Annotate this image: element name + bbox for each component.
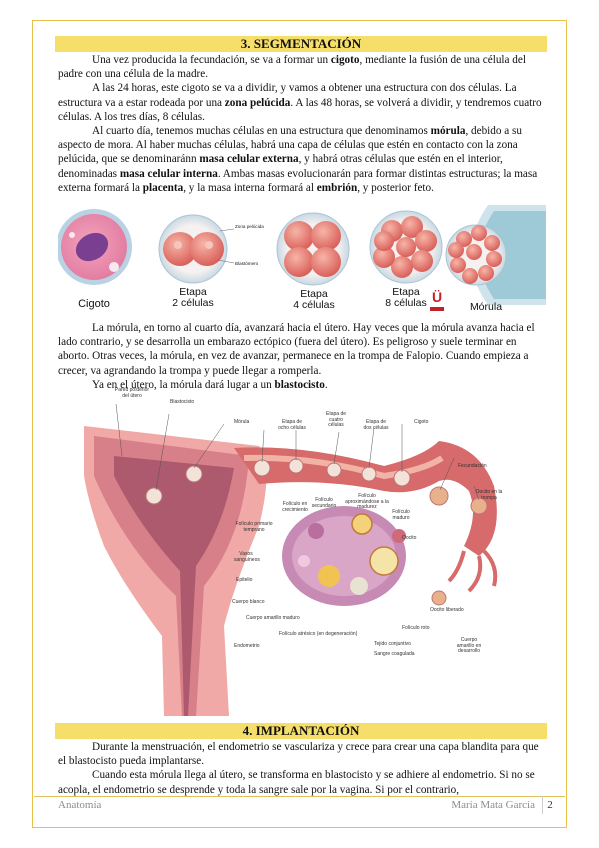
label-cuerpo-amarillo-desarrollo: Cuerpo amarillo en desarrollo — [456, 637, 482, 654]
caption-cigoto: Cigoto — [78, 298, 110, 310]
section-heading-implantacion: 4. IMPLANTACIÓN — [55, 723, 547, 739]
four-cell-graphic — [276, 212, 350, 286]
section3-text-block: Una vez producida la fecundación, se va … — [58, 53, 548, 195]
label-oocito: Oocito — [402, 535, 417, 541]
logo-letter: Ü — [431, 289, 443, 305]
label-cigoto: Cigoto — [414, 419, 429, 425]
logo-graphic — [430, 295, 444, 311]
paragraph-3: Al cuarto día, tenemos muchas células en… — [58, 125, 538, 194]
paragraph-4: La mórula, en torno al cuarto día, avanz… — [58, 322, 535, 377]
uterus-illustration — [84, 403, 498, 716]
label-epitelio: Epitelio — [236, 577, 253, 583]
label-vasos: Vasos sanguíneos — [234, 551, 260, 563]
caption-morula: Mórula — [469, 301, 503, 313]
label-oocito-liberado: Oocito liberado — [430, 607, 464, 613]
embryo-stages — [145, 458, 488, 606]
label-tejido-conjuntivo: Tejido conjuntivo — [374, 641, 411, 647]
paragraph-7: Cuando esta mórula llega al útero, se tr… — [58, 769, 535, 796]
label-blastocisto: Blastocisto — [170, 399, 195, 405]
label-zona-pelucida: Zona pelúcida — [235, 224, 264, 229]
eight-cell-graphic — [369, 210, 443, 284]
uterus-ovary-diagram: Pared posterior del útero Blastocisto Mó… — [84, 386, 514, 716]
label-sangre-coagulada: Sangre coagulada — [374, 651, 415, 657]
label-cuerpo-amarillo-maduro: Cuerpo amarillo maduro — [246, 615, 300, 621]
section3-text-block-2: La mórula, en torno al cuarto día, avanz… — [58, 321, 548, 392]
paragraph-1: Una vez producida la fecundación, se va … — [58, 54, 526, 81]
label-endometrio: Endometrio — [234, 643, 260, 649]
label-morula: Mórula — [234, 419, 250, 425]
label-blastomero: Blastómero — [235, 261, 259, 266]
zygote-graphic — [56, 209, 132, 285]
paragraph-2: A las 24 horas, este cigoto se va a divi… — [58, 82, 542, 123]
label-foliculo-crecimiento: Folículo en crecimiento — [282, 501, 308, 513]
paragraph-6: Durante la menstruación, el endometrio s… — [58, 741, 539, 768]
footer-author: María Mata García — [451, 799, 535, 811]
page-footer: Anatomía María Mata García 2 — [34, 796, 565, 816]
morula-graphic — [445, 205, 546, 305]
label-cuatro-celulas: Etapa de cuatro células — [325, 411, 347, 428]
two-cell-graphic — [158, 214, 235, 284]
label-foliculo-madurez: Folículo aproximándose a la madurez — [345, 493, 389, 510]
label-oocito-trompa: Oocito en la trompa — [475, 489, 503, 501]
stages-illustration — [56, 205, 546, 311]
label-foliculo-primario: Folículo primario temprano — [235, 521, 273, 533]
label-dos-celulas: Etapa de dos células — [363, 419, 389, 431]
label-foliculo-roto: Folículo roto — [402, 625, 430, 631]
label-fecundacion: Fecundación — [458, 463, 487, 469]
label-ocho-celulas: Etapa de ocho células — [278, 419, 306, 431]
page-number: 2 — [542, 796, 557, 814]
label-pared-posterior: Pared posterior del útero — [114, 387, 150, 399]
section4-text-block: Durante la menstruación, el endometrio s… — [58, 740, 548, 797]
paragraph-5: Ya en el útero, la mórula dará lugar a u… — [92, 378, 328, 391]
label-foliculo-secundario: Folículo secundario — [311, 497, 337, 509]
label-foliculo-atresico: Folículo atrésico (en degeneración) — [279, 631, 358, 637]
section-heading-segmentacion: 3. SEGMENTACIÓN — [55, 36, 547, 52]
footer-subject: Anatomía — [58, 799, 102, 811]
page-frame — [32, 20, 567, 828]
label-cuerpo-blanco: Cuerpo blanco — [232, 599, 265, 605]
label-foliculo-maduro: Folículo maduro — [392, 509, 410, 521]
